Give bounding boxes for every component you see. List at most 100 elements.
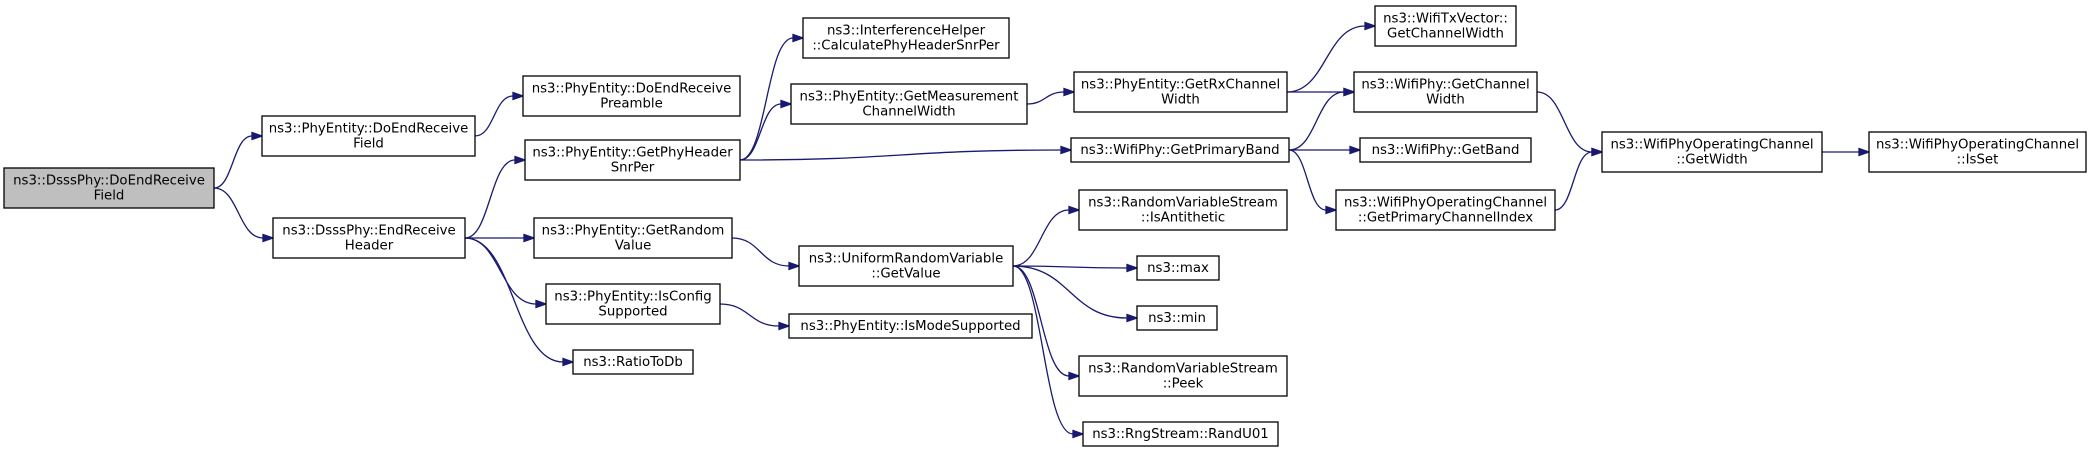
edge-n11-n21 xyxy=(1012,265,1074,435)
node-box xyxy=(522,75,741,117)
node-box xyxy=(1136,305,1218,331)
node-label-line: Value xyxy=(615,239,652,254)
node-min[interactable]: ns3::min xyxy=(1136,305,1218,331)
node-wifitxvector-getchannelwidth[interactable]: ns3::WifiTxVector::GetChannelWidth xyxy=(1374,5,1517,47)
node-box xyxy=(1082,421,1279,447)
node-label-line: ::IsSet xyxy=(1957,153,1999,168)
node-label-line: ns3::min xyxy=(1148,311,1206,326)
node-randomvariablestream-isantithetic[interactable]: ns3::RandomVariableStream::IsAntithetic xyxy=(1078,189,1288,231)
node-label-line: ns3::RatioToDb xyxy=(583,355,683,370)
node-label-line: ns3::max xyxy=(1147,261,1209,276)
arrowhead xyxy=(562,357,575,367)
edge-n16-n23 xyxy=(1554,151,1593,211)
edge-n13-n22 xyxy=(1286,25,1366,93)
node-label-line: Header xyxy=(345,239,394,254)
node-max[interactable]: ns3::max xyxy=(1136,255,1220,281)
node-label-line: ns3::PhyEntity::GetRxChannel xyxy=(1081,78,1280,93)
arrowhead xyxy=(788,261,801,271)
node-wifiphy-getband[interactable]: ns3::WifiPhy::GetBand xyxy=(1359,137,1532,163)
node-uniformrandomvariable-getvalue[interactable]: ns3::UniformRandomVariable::GetValue xyxy=(798,245,1014,287)
node-label-line: ChannelWidth xyxy=(862,105,955,120)
node-label-line: ns3::UniformRandomVariable xyxy=(809,252,1004,267)
node-box xyxy=(1868,131,2087,173)
node-ratiotodb[interactable]: ns3::RatioToDb xyxy=(572,349,694,375)
node-box xyxy=(788,313,1033,339)
node-label-line: Width xyxy=(1426,93,1465,108)
arrowhead xyxy=(251,131,264,141)
node-phyentity-ismodesupported[interactable]: ns3::PhyEntity::IsModeSupported xyxy=(788,313,1033,339)
node-label-line: ns3::InterferenceHelper xyxy=(827,24,986,39)
node-label-line: ns3::WifiPhyOperatingChannel xyxy=(1610,138,1813,153)
edge-n4-n8 xyxy=(739,37,794,161)
arrowhead xyxy=(1591,147,1604,157)
arrowhead xyxy=(523,233,536,243)
node-label-line: ::GetValue xyxy=(871,267,940,282)
node-box xyxy=(1601,131,1823,173)
arrowhead xyxy=(512,91,525,101)
node-label-line: SnrPer xyxy=(611,161,655,176)
node-rngstream-randu01[interactable]: ns3::RngStream::RandU01 xyxy=(1082,421,1279,447)
node-box xyxy=(1073,71,1288,113)
node-label-line: Preamble xyxy=(600,97,663,112)
edge-n14-n23 xyxy=(1536,91,1593,153)
node-wifiphyoperatingchannel-isset[interactable]: ns3::WifiPhyOperatingChannel::IsSet xyxy=(1868,131,2087,173)
edge-n11-n17 xyxy=(1012,209,1070,267)
edge-n4-n10 xyxy=(739,149,1062,161)
edge-n10-n16 xyxy=(1288,149,1327,211)
edge-n0-n2 xyxy=(213,187,264,239)
edge-n11-n19 xyxy=(1012,265,1128,319)
node-label-line: ns3::WifiPhyOperatingChannel xyxy=(1344,196,1547,211)
node-box xyxy=(1136,255,1220,281)
arrowhead xyxy=(1060,145,1073,155)
node-box xyxy=(272,217,466,259)
node-label-line: ns3::DsssPhy::EndReceive xyxy=(282,224,455,239)
arrowhead xyxy=(780,99,793,109)
node-label-line: ns3::WifiPhyOperatingChannel xyxy=(1876,138,2079,153)
node-box xyxy=(802,17,1010,59)
node-box xyxy=(545,283,721,325)
node-label-line: Field xyxy=(353,137,384,152)
arrowhead xyxy=(1068,205,1081,215)
node-label-line: ns3::RandomVariableStream xyxy=(1088,362,1278,377)
node-label-line: ns3::PhyEntity::GetPhyHeader xyxy=(532,146,733,161)
arrowhead xyxy=(778,321,791,331)
node-wifiphyoperatingchannel-getwidth[interactable]: ns3::WifiPhyOperatingChannel::GetWidth xyxy=(1601,131,1823,173)
node-interferencehelper-calculatephyheadersnrper[interactable]: ns3::InterferenceHelper::CalculatePhyHea… xyxy=(802,17,1010,59)
node-randomvariablestream-peek[interactable]: ns3::RandomVariableStream::Peek xyxy=(1078,355,1288,397)
node-label-line: GetChannelWidth xyxy=(1387,27,1504,42)
node-wifiphy-getprimaryband[interactable]: ns3::WifiPhy::GetPrimaryBand xyxy=(1070,137,1290,163)
node-wifiphy-getchannelwidth[interactable]: ns3::WifiPhy::GetChannelWidth xyxy=(1353,71,1538,113)
node-box xyxy=(1359,137,1532,163)
node-box xyxy=(533,217,733,259)
node-box xyxy=(1335,189,1556,231)
node-box xyxy=(790,83,1028,125)
node-label-line: ns3::WifiPhy::GetBand xyxy=(1372,143,1520,158)
edge-n4-n9 xyxy=(739,103,782,161)
arrowhead xyxy=(1343,87,1356,97)
edge-n5-n11 xyxy=(731,237,790,267)
node-wifiphyoperatingchannel-getprimarychannelindex[interactable]: ns3::WifiPhyOperatingChannel::GetPrimary… xyxy=(1335,189,1556,231)
node-phyentity-getmeasurementchannelwidth[interactable]: ns3::PhyEntity::GetMeasurementChannelWid… xyxy=(790,83,1028,125)
node-label-line: ns3::PhyEntity::GetRandom xyxy=(542,224,725,239)
arrowhead xyxy=(514,155,527,165)
node-box xyxy=(3,167,215,209)
node-label-line: ns3::PhyEntity::GetMeasurement xyxy=(800,90,1019,105)
node-label-line: ns3::DsssPhy::DoEndReceive xyxy=(13,174,205,189)
node-label-line: Width xyxy=(1161,93,1200,108)
node-label-line: ::Peek xyxy=(1163,377,1204,392)
edge-n1-n3 xyxy=(474,95,514,137)
node-label-line: ns3::PhyEntity::IsConfig xyxy=(554,290,711,305)
node-label-line: ns3::RngStream::RandU01 xyxy=(1092,427,1269,442)
arrowhead xyxy=(1349,145,1362,155)
node-label-line: ns3::WifiPhy::GetChannel xyxy=(1361,78,1529,93)
arrowhead xyxy=(1068,371,1081,381)
edge-n2-n7 xyxy=(464,237,564,363)
